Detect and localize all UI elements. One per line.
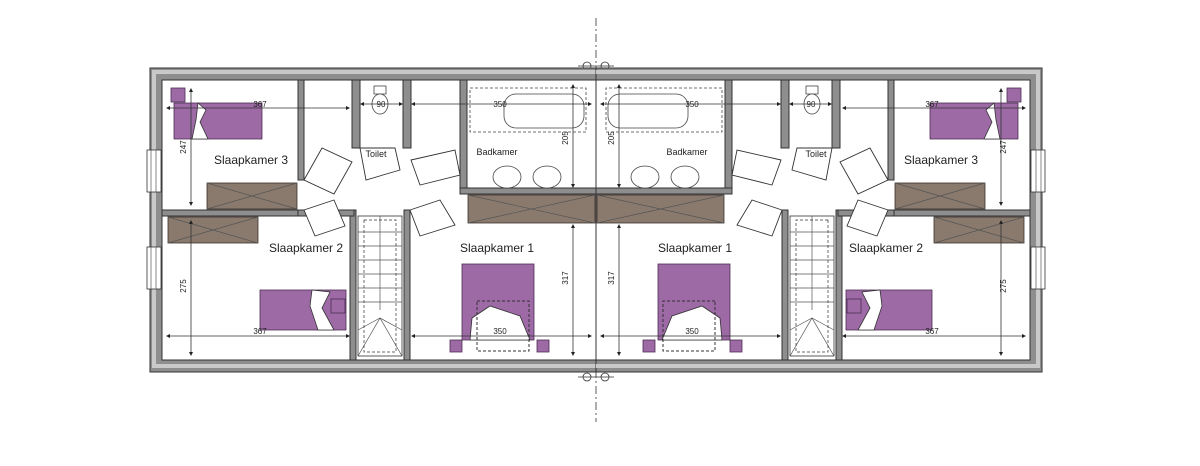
washbasin bbox=[492, 165, 562, 189]
door-bath[interactable] bbox=[731, 149, 782, 186]
wall-stair-left bbox=[349, 209, 357, 361]
dim-bath-width: 350 bbox=[493, 100, 507, 109]
bathtub bbox=[469, 87, 587, 133]
wall-stair-right bbox=[403, 209, 411, 361]
bathtub bbox=[605, 87, 723, 133]
door-toilet[interactable] bbox=[359, 147, 401, 181]
room-label-bedroom1: Slaapkamer 1 bbox=[460, 241, 534, 255]
washbasin bbox=[630, 165, 700, 189]
dim-b2-width: 367 bbox=[925, 327, 939, 336]
wall-b3-b2 bbox=[889, 209, 1031, 217]
door-b2[interactable] bbox=[303, 199, 346, 237]
wall-toilet-left bbox=[351, 79, 361, 149]
door-b1[interactable] bbox=[409, 199, 456, 237]
room-label-bedroom1: Slaapkamer 1 bbox=[658, 241, 732, 255]
wardrobe-b1 bbox=[467, 194, 596, 224]
wall-stair-right bbox=[781, 209, 789, 361]
wall-bath-bottom bbox=[459, 187, 597, 195]
wall-b3-hall bbox=[297, 79, 305, 181]
dim-b2-depth: 275 bbox=[179, 279, 188, 293]
door-b2[interactable] bbox=[846, 199, 889, 237]
dim-b1-depth: 317 bbox=[607, 271, 616, 285]
wall-bath-left bbox=[724, 79, 733, 193]
window-left-facade bbox=[146, 149, 162, 193]
wall-toilet-right bbox=[402, 79, 412, 149]
wardrobe-b2 bbox=[933, 216, 1025, 244]
axis-marker-bottom bbox=[578, 372, 614, 382]
staircase bbox=[789, 215, 835, 357]
wardrobe-b3 bbox=[894, 182, 986, 210]
window-right-facade bbox=[1030, 149, 1046, 193]
dim-b1-width: 350 bbox=[685, 327, 699, 336]
dim-b2-width: 367 bbox=[253, 327, 267, 336]
wardrobe-b2 bbox=[167, 216, 259, 244]
wall-stair-left bbox=[835, 209, 843, 361]
room-label-toilet: Toilet bbox=[805, 149, 827, 159]
dim-b1-depth: 317 bbox=[561, 271, 570, 285]
dim-bath-depth: 205 bbox=[607, 131, 616, 145]
bed-b1 bbox=[449, 263, 550, 353]
bed-b2 bbox=[259, 289, 347, 331]
bed-b3 bbox=[929, 87, 1022, 140]
window-right-facade bbox=[1030, 246, 1046, 290]
dwelling-right bbox=[595, 67, 1046, 373]
room-label-toilet: Toilet bbox=[365, 149, 387, 159]
dim-bath-depth: 205 bbox=[561, 131, 570, 145]
dim-toilet-width: 90 bbox=[377, 100, 386, 109]
dim-b2-depth: 275 bbox=[999, 279, 1008, 293]
door-b3[interactable] bbox=[839, 147, 889, 195]
room-label-bedroom2: Slaapkamer 2 bbox=[269, 241, 343, 255]
dim-toilet-width: 90 bbox=[807, 100, 816, 109]
door-b3[interactable] bbox=[303, 147, 353, 195]
room-label-bathroom: Badkamer bbox=[476, 147, 517, 157]
door-toilet[interactable] bbox=[791, 147, 833, 181]
dim-b3-width: 367 bbox=[253, 100, 267, 109]
room-label-bathroom: Badkamer bbox=[666, 147, 707, 157]
staircase bbox=[357, 215, 403, 357]
dwelling-right-labels: 367 247 367 275 90 350 205 350 317 Slaap… bbox=[607, 100, 1008, 336]
bed-b3 bbox=[170, 87, 263, 140]
wall-b3-hall bbox=[887, 79, 895, 181]
wall-bath-bottom bbox=[595, 187, 733, 195]
bed-b2 bbox=[845, 289, 933, 331]
room-label-bedroom3: Slaapkamer 3 bbox=[904, 153, 978, 167]
door-bath[interactable] bbox=[410, 149, 461, 186]
wall-toilet-left bbox=[831, 79, 841, 149]
window-left-facade bbox=[146, 246, 162, 290]
wall-bath-left bbox=[459, 79, 468, 193]
wall-toilet-right bbox=[780, 79, 790, 149]
wall-b3-b2 bbox=[161, 209, 303, 217]
dwelling-left: 367 247 367 275 90 350 205 350 317 Slaap… bbox=[146, 67, 597, 373]
bed-b1 bbox=[642, 263, 743, 353]
dim-bath-width: 350 bbox=[685, 100, 699, 109]
door-b1[interactable] bbox=[736, 199, 783, 237]
wardrobe-b1 bbox=[596, 194, 725, 224]
room-label-bedroom2: Slaapkamer 2 bbox=[849, 241, 923, 255]
dim-b3-width: 367 bbox=[925, 100, 939, 109]
dim-b1-width: 350 bbox=[493, 327, 507, 336]
dim-b3-depth: 247 bbox=[179, 140, 188, 154]
dim-b3-depth: 247 bbox=[999, 140, 1008, 154]
room-label-bedroom3: Slaapkamer 3 bbox=[214, 153, 288, 167]
wardrobe-b3 bbox=[206, 182, 298, 210]
